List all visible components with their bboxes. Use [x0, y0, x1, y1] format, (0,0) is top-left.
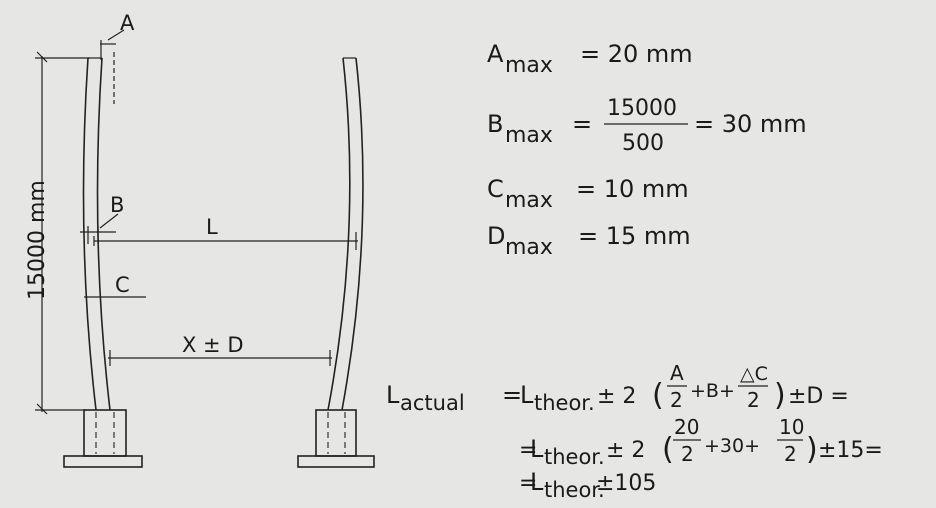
b-label: B	[110, 193, 124, 217]
formula-l-actual-line3: = L theor. ±105	[519, 468, 656, 502]
b-max-numerator: 15000	[607, 96, 677, 121]
xd-label: X ± D	[182, 333, 244, 357]
l-label: L	[206, 215, 218, 239]
l1-plus-b: +B+	[690, 380, 735, 402]
b-dimension	[80, 213, 119, 244]
l2-plus-30: +30+	[704, 435, 760, 457]
l1-close-paren: )	[774, 378, 786, 413]
d-max-var: D	[487, 222, 505, 250]
right-column	[327, 57, 364, 411]
a-label: A	[120, 11, 135, 35]
d-max-sub: max	[505, 235, 553, 260]
l1-ltheor-var: L	[520, 381, 534, 409]
l3-ltheor-sub: theor.	[544, 478, 605, 502]
c-label: C	[115, 273, 130, 297]
a-dimension	[100, 29, 125, 104]
l2-eq: =	[519, 438, 537, 463]
l1-frac2-num: △C	[740, 363, 768, 385]
b-max-denominator: 500	[622, 131, 664, 156]
l2-ltheor-var: L	[530, 435, 544, 463]
l2-ltheor-sub: theor.	[544, 445, 605, 469]
l2-frac2-den: 2	[784, 442, 797, 466]
b-max-var: B	[487, 110, 503, 138]
height-label: 15000 mm	[25, 180, 50, 300]
l2-frac2-num: 10	[779, 415, 804, 439]
formula-c-max: C max = 10 mm	[487, 175, 689, 213]
l2-frac1-den: 2	[681, 442, 694, 466]
l3-ltheor-var: L	[530, 468, 544, 496]
a-max-var: A	[487, 40, 504, 68]
c-max-sub: max	[505, 188, 553, 213]
l2-close-paren: )	[806, 432, 818, 467]
b-max-sub: max	[505, 123, 553, 148]
b-max-value: = 30 mm	[694, 110, 807, 138]
l-actual-eq: =	[502, 381, 522, 409]
b-max-eq: =	[572, 110, 592, 138]
formula-d-max: D max = 15 mm	[487, 222, 691, 260]
l1-frac2-den: 2	[747, 388, 760, 412]
l-actual-var: L	[386, 381, 400, 409]
d-max-value: = 15 mm	[578, 222, 691, 250]
l1-ltheor-sub: theor.	[534, 391, 595, 415]
formula-l-actual-line1: L actual = L theor. ± 2 ( A 2 +B+ △C 2 )…	[386, 361, 849, 415]
formula-a-max: A max = 20 mm	[487, 40, 693, 78]
formula-b-max: B max = 15000 500 = 30 mm	[487, 96, 807, 156]
xd-dimension	[108, 350, 332, 366]
l-actual-sub: actual	[400, 391, 465, 415]
a-max-value: = 20 mm	[580, 40, 693, 68]
l2-open-paren: (	[662, 432, 674, 467]
l3-eq: =	[519, 471, 537, 496]
left-base	[63, 409, 143, 468]
c-max-value: = 10 mm	[576, 175, 689, 203]
right-base	[297, 409, 375, 468]
a-max-sub: max	[505, 53, 553, 78]
l1-frac1-num: A	[670, 361, 684, 385]
l1-tail: ±D =	[788, 384, 849, 409]
l2-frac1-num: 20	[674, 415, 699, 439]
formula-l-actual-line2: = L theor. ± 2 ( 20 2 +30+ 10 2 ) ±15=	[519, 415, 883, 469]
l1-open-paren: (	[652, 378, 664, 413]
l1-pm2: ± 2	[597, 384, 636, 409]
l2-tail: ±15=	[818, 438, 883, 463]
l-dimension	[93, 232, 358, 250]
l2-pm2: ± 2	[606, 438, 645, 463]
l1-frac1-den: 2	[670, 388, 683, 412]
c-max-var: C	[487, 175, 504, 203]
l3-tail: ±105	[596, 471, 656, 496]
height-dimension	[35, 51, 90, 415]
